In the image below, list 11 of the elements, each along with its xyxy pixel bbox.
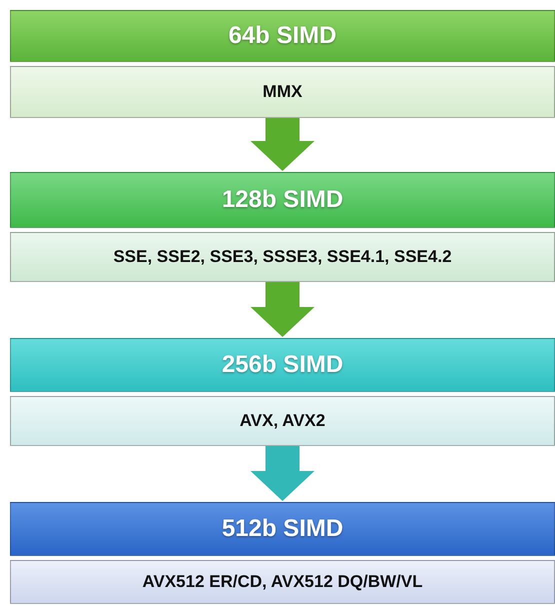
header-bar: 64b SIMD xyxy=(10,10,555,62)
header-bar: 512b SIMD xyxy=(10,502,555,556)
content-bar: AVX512 ER/CD, AVX512 DQ/BW/VL xyxy=(10,560,555,604)
down-arrow xyxy=(250,446,314,501)
content-bar: MMX xyxy=(10,66,555,118)
header-bar: 256b SIMD xyxy=(10,338,555,392)
down-arrow xyxy=(250,282,314,337)
content-bar: AVX, AVX2 xyxy=(10,396,555,446)
header-bar: 128b SIMD xyxy=(10,172,555,228)
down-arrow xyxy=(250,118,314,171)
content-bar: SSE, SSE2, SSE3, SSSE3, SSE4.1, SSE4.2 xyxy=(10,232,555,282)
